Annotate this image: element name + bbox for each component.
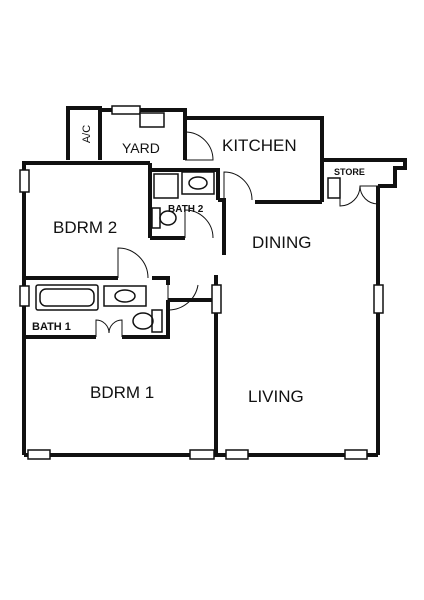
window-kitchen-top xyxy=(111,105,141,115)
windows xyxy=(19,105,384,460)
yard-top-wall xyxy=(98,108,112,160)
kitchen-bench xyxy=(327,177,341,199)
left-exterior-wall xyxy=(22,161,150,455)
shower-bath2 xyxy=(153,173,179,199)
bath1-top-wall xyxy=(152,276,170,285)
label-yard: YARD xyxy=(122,140,160,156)
basin-bath1 xyxy=(103,285,147,307)
door-living-right xyxy=(359,185,379,205)
label-dining: DINING xyxy=(252,233,312,252)
label-kitchen: KITCHEN xyxy=(222,136,297,155)
bath1-bottom-wall-right xyxy=(122,300,170,339)
label-bath1: BATH 1 xyxy=(32,321,71,333)
door-dining xyxy=(223,171,253,201)
window-living-bottom-right xyxy=(344,449,368,460)
label-store: STORE xyxy=(334,167,365,177)
fixtures xyxy=(35,112,341,333)
basin-bath2 xyxy=(181,171,215,195)
window-bath1-left xyxy=(19,285,30,307)
label-living: LIVING xyxy=(248,387,304,406)
label-ac: A/C xyxy=(81,125,93,143)
basin-bath1-bowl xyxy=(114,289,136,303)
bathtub xyxy=(35,284,99,311)
store-wall xyxy=(322,158,407,188)
bathtub-inner xyxy=(39,288,95,307)
toilet-bath1-bowl xyxy=(132,312,154,330)
label-bedroom1: BDRM 1 xyxy=(90,383,154,402)
label-bath2: BATH 2 xyxy=(168,204,204,215)
window-bedroom1-bottom-left xyxy=(27,449,51,460)
room-labels: A/C YARD KITCHEN STORE BATH 2 BDRM 2 DIN… xyxy=(32,125,365,406)
walls xyxy=(22,106,407,457)
toilet-bath2-tank xyxy=(151,207,161,229)
kitchen-dining-wall xyxy=(218,198,226,255)
door-bath1 xyxy=(95,319,123,337)
window-living-right xyxy=(373,284,384,314)
window-bedroom2-left xyxy=(19,169,30,193)
door-kitchen-yard xyxy=(184,131,214,161)
laundry-tub xyxy=(139,112,165,128)
window-living-bottom-left xyxy=(225,449,249,460)
toilet-bath1-tank xyxy=(151,309,163,333)
door-bedroom1 xyxy=(167,284,199,311)
label-bedroom2: BDRM 2 xyxy=(53,218,117,237)
door-bedroom2 xyxy=(117,247,149,279)
bath2-wall xyxy=(150,168,220,200)
door-store xyxy=(339,185,361,207)
basin-bath2-bowl xyxy=(188,176,208,190)
window-partition xyxy=(211,284,222,314)
window-bedroom1-bottom-right xyxy=(189,449,215,460)
toilet-bath2-bowl xyxy=(159,210,177,226)
doors xyxy=(95,131,379,337)
door-bath2 xyxy=(184,209,214,239)
